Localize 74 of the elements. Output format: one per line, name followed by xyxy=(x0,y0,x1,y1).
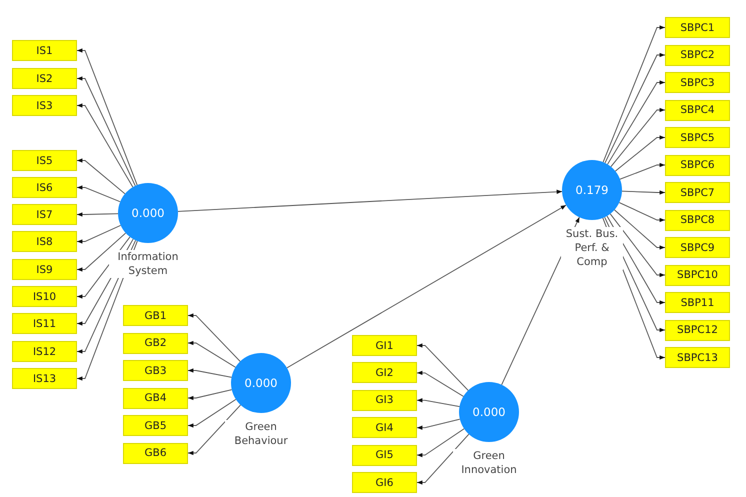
indicator-box: GB5 xyxy=(123,415,188,436)
construct-circle: 0.179 xyxy=(562,160,622,220)
indicator-box: SBPC13 xyxy=(665,347,730,368)
indicator-box: SBPC1 xyxy=(665,17,730,38)
indicator-box: SBPC10 xyxy=(665,264,730,286)
indicator-box: IS6 xyxy=(12,177,77,198)
indicator-box: GB3 xyxy=(123,360,188,381)
arrow xyxy=(76,48,138,186)
indicator-box: IS3 xyxy=(12,95,77,116)
arrow xyxy=(188,389,232,400)
arrow xyxy=(602,25,666,163)
arrow xyxy=(188,404,242,456)
indicator-box: SBPC8 xyxy=(665,210,730,230)
indicator-box: GB4 xyxy=(123,388,188,408)
indicator-box: GI6 xyxy=(352,472,417,493)
indicator-box: GB6 xyxy=(123,442,188,464)
indicator-box: IS11 xyxy=(12,313,77,334)
indicator-box: IS1 xyxy=(12,40,77,61)
indicator-box: SBPC6 xyxy=(665,154,730,176)
indicator-box: SBPC2 xyxy=(665,44,730,66)
arrow xyxy=(416,398,460,408)
arrow xyxy=(188,368,232,378)
indicator-box: SBPC5 xyxy=(665,127,730,148)
indicator-box: SBPC7 xyxy=(665,182,730,203)
indicator-box: GB2 xyxy=(123,332,188,354)
arrow xyxy=(614,135,666,172)
indicator-box: IS10 xyxy=(12,286,77,307)
arrow xyxy=(178,190,562,212)
indicator-box: IS8 xyxy=(12,231,77,252)
construct-circle: 0.000 xyxy=(231,353,291,413)
arrow xyxy=(610,213,666,278)
indicator-box: SBPC9 xyxy=(665,237,730,258)
arrow xyxy=(76,76,136,186)
arrow xyxy=(416,343,469,391)
arrow xyxy=(614,209,666,250)
arrow xyxy=(416,428,465,458)
arrow xyxy=(76,224,122,244)
arrow xyxy=(607,80,666,165)
indicator-box: GI1 xyxy=(352,335,417,356)
arrow xyxy=(416,434,470,485)
arrow xyxy=(286,204,567,368)
indicator-box: SBPC12 xyxy=(665,320,730,340)
indicator-box: GB1 xyxy=(123,305,188,326)
arrow xyxy=(188,313,241,362)
indicator-box: IS5 xyxy=(12,150,77,171)
indicator-box: IS2 xyxy=(12,68,77,89)
indicator-box: IS9 xyxy=(12,259,77,280)
indicator-box: GI2 xyxy=(352,362,417,384)
indicator-box: GI3 xyxy=(352,390,417,411)
arrow xyxy=(618,202,666,222)
indicator-box: IS7 xyxy=(12,204,77,225)
indicator-box: SBPC3 xyxy=(665,72,730,93)
arrow xyxy=(416,370,464,397)
indicator-box: SBPC4 xyxy=(665,100,730,120)
arrow xyxy=(76,103,134,188)
arrow xyxy=(76,212,118,217)
indicator-box: GI5 xyxy=(352,444,417,466)
construct-label: Sust. Bus. Perf. & Comp xyxy=(561,227,623,270)
construct-circle: 0.000 xyxy=(459,382,519,442)
arrow xyxy=(188,340,236,368)
indicator-box: IS12 xyxy=(12,341,77,362)
arrow xyxy=(76,158,126,194)
arrow xyxy=(622,190,666,195)
indicator-box: IS13 xyxy=(12,368,77,389)
arrow xyxy=(76,185,121,202)
arrow xyxy=(76,232,126,272)
arrow xyxy=(416,418,460,430)
arrow xyxy=(620,162,666,180)
indicator-box: GI4 xyxy=(352,417,417,438)
construct-circle: 0.000 xyxy=(118,183,178,243)
arrow xyxy=(610,108,666,168)
arrow xyxy=(188,398,236,428)
indicator-box: SBP11 xyxy=(665,292,730,313)
arrow xyxy=(604,52,666,164)
